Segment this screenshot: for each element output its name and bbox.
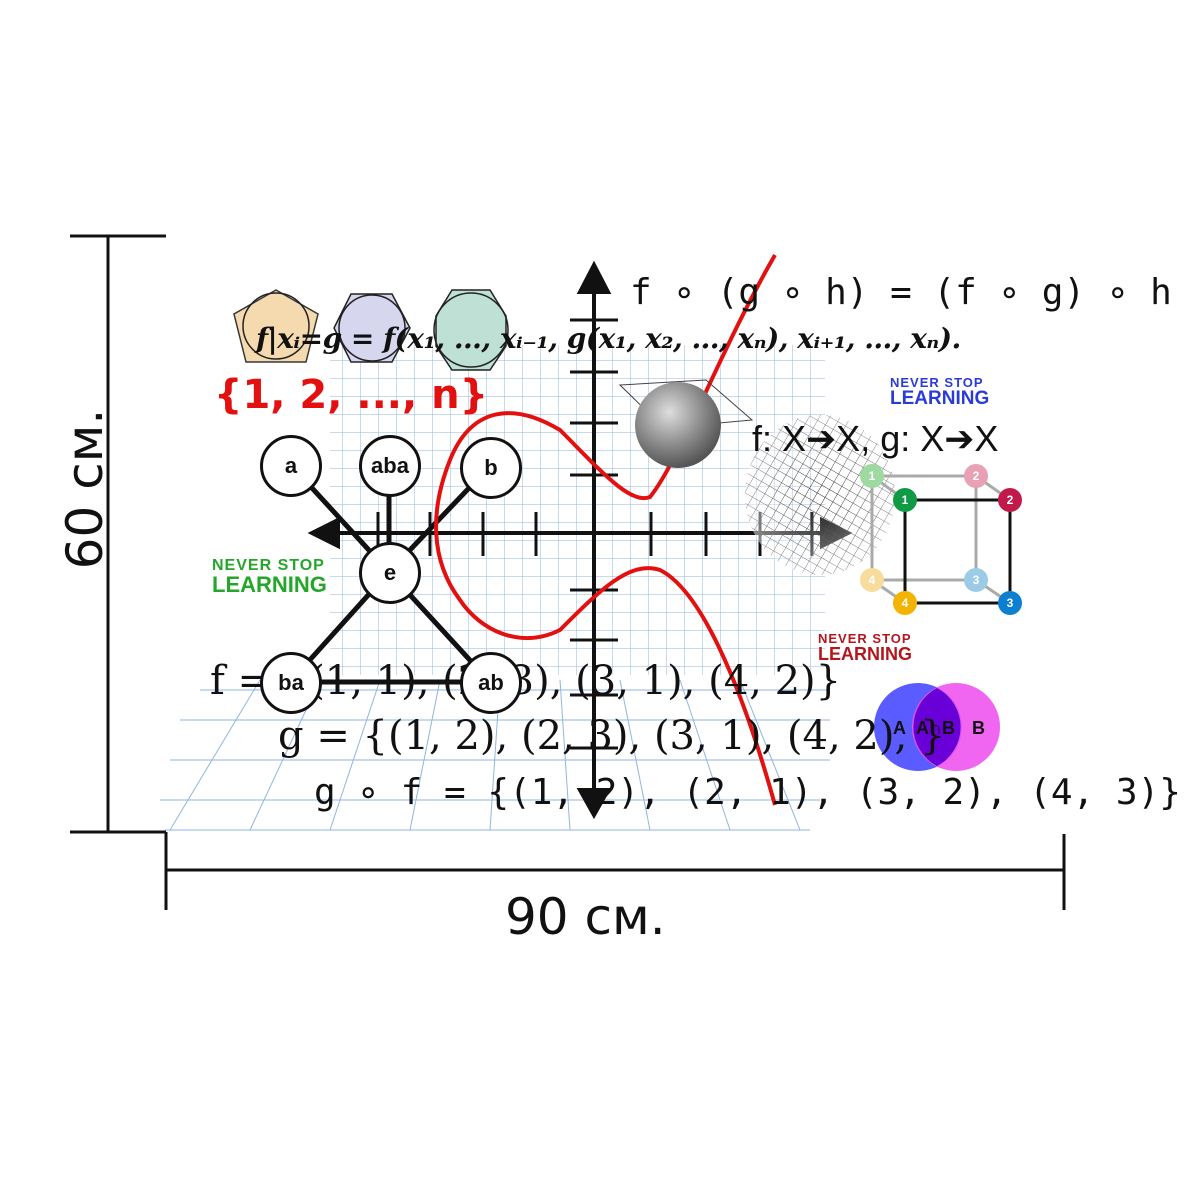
never-stop-green: NEVER STOP LEARNING: [212, 558, 327, 596]
never-stop-line2: LEARNING: [818, 644, 912, 664]
node-a: a: [260, 435, 322, 497]
cube-node-1: 1: [893, 488, 917, 512]
plane-ball: [618, 379, 754, 468]
node-aba: aba: [359, 435, 421, 497]
never-stop-line2: LEARNING: [212, 572, 327, 597]
node-e: e: [359, 542, 421, 604]
width-label: 90 см.: [505, 888, 666, 946]
cube-node-1-back: 1: [860, 464, 884, 488]
height-label: 60 см.: [56, 408, 114, 570]
never-stop-blue: NEVER STOP LEARNING: [890, 376, 989, 408]
mesh-sphere: [745, 415, 895, 575]
cube-node-3-back: 3: [964, 568, 988, 592]
coordinate-axes: [307, 260, 853, 820]
never-stop-line1: NEVER STOP: [212, 557, 325, 574]
venn-diagram: [874, 683, 1000, 771]
venn-label-b: B: [972, 718, 985, 738]
elliptic-curve: [434, 253, 777, 806]
cube-node-4: 4: [893, 591, 917, 615]
dimension-lines: [70, 234, 1066, 910]
maps-formula: f: X➔X, g: X➔X: [752, 418, 999, 459]
set-formula: {1, 2, ..., n}: [214, 372, 489, 418]
cube-node-2: 2: [998, 488, 1022, 512]
cube-node-4-back: 4: [860, 568, 884, 592]
never-stop-line1: NEVER STOP: [890, 375, 984, 390]
node-ab: ab: [460, 652, 522, 714]
node-ba: ba: [260, 652, 322, 714]
never-stop-red: NEVER STOP LEARNING: [818, 632, 912, 663]
polygon-icons: [233, 289, 509, 371]
g-set-formula: g = {(1, 2), (2, 3), (3, 1), (4, 2), }: [278, 713, 946, 759]
cube-node-3: 3: [998, 591, 1022, 615]
restriction-formula: f|xᵢ=g = f(x₁, …, xᵢ₋₁, g(x₁, x₂, …, xₙ)…: [256, 322, 961, 355]
cube-node-2-back: 2: [964, 464, 988, 488]
venn-label-a: A: [893, 718, 906, 738]
assoc-formula: f ∘ (g ∘ h) = (f ∘ g) ∘ h: [630, 272, 1172, 313]
grid-paper: [330, 345, 825, 675]
never-stop-line1: NEVER STOP: [818, 631, 912, 646]
gf-set-formula: g ∘ f = {(1, 2), (2, 1), (3, 2), (4, 3)}: [314, 772, 1181, 813]
never-stop-line2: LEARNING: [890, 388, 990, 409]
venn-label-ab: A∩B: [916, 718, 955, 738]
node-b: b: [460, 437, 522, 499]
